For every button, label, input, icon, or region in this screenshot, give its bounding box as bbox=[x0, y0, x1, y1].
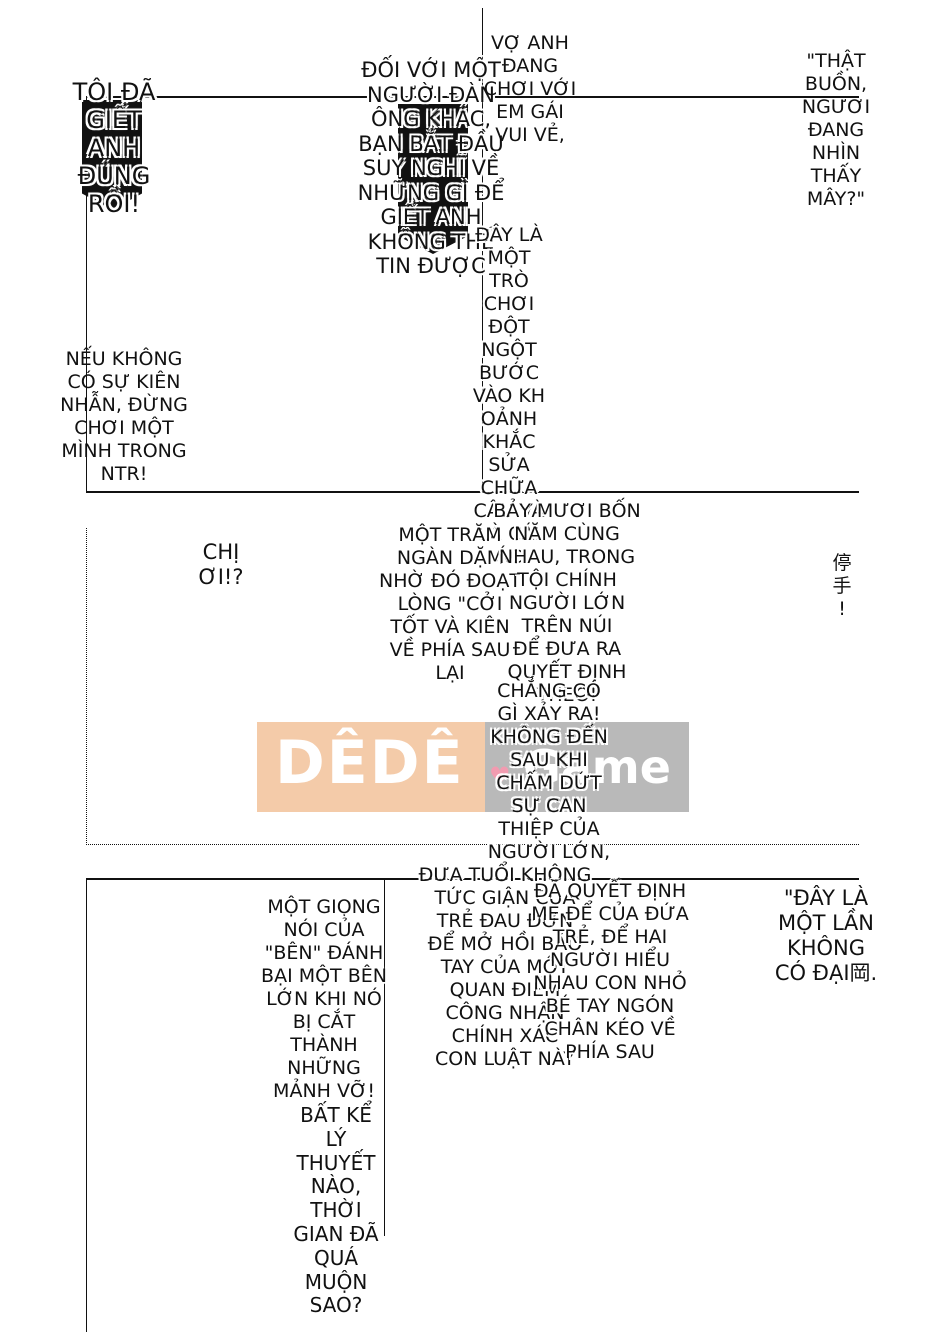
watermark-left-block bbox=[257, 722, 487, 812]
watermark-logo: DÊDÊ ♥ Game bbox=[257, 722, 689, 812]
speech-p2-mid-b: BẢY MƯƠI BỐN NĂM CÙNG NHAU, TRONG TỘI CH… bbox=[493, 500, 641, 706]
panel-divider-top bbox=[482, 8, 483, 492]
panel-frame-bottom bbox=[86, 878, 859, 1332]
black-tag-left bbox=[82, 100, 142, 210]
panel-divider-bottom bbox=[384, 880, 385, 1236]
heart-icon: ♥ bbox=[489, 762, 511, 790]
watermark-right-block bbox=[485, 722, 689, 812]
speech-p3-left-b: BẤT KỂ LÝ THUYẾT NÀO, THỜI GIAN ĐÃ QUÁ M… bbox=[293, 1103, 379, 1318]
speech-p1-right: "THẬT BUỒN, NGƯƠI ĐANG NHÌN THẤY MÂY?" bbox=[801, 50, 871, 210]
speech-p1-mid: ĐỐI VỚI MỘT NGƯỜI ĐÀN ÔNG KHÁC, BẠN BẮT … bbox=[357, 58, 505, 278]
black-tag-mid bbox=[398, 104, 468, 254]
speech-p1-bottom-left: NẾU KHÔNG CÓ SỰ KIÊN NHẪN, ĐỪNG CHƠI MỘT… bbox=[60, 348, 188, 485]
speech-p1-top: VỢ ANH ĐANG CHƠI VỚI EM GÁI VUI VẺ, bbox=[483, 32, 577, 146]
watermark-right-text: Game bbox=[523, 740, 671, 794]
panel-frame-top bbox=[86, 96, 859, 493]
speech-p2-left: CHỊ ƠI!? bbox=[198, 540, 244, 589]
speech-p1-left: TÔI ĐÃ GIẾT ANH ĐÚNG RỒI! bbox=[72, 78, 156, 218]
panel-frame-middle bbox=[86, 528, 859, 845]
speech-p3-mid-b: ĐÃ QUYẾT ĐỊNH MẸ ĐỂ CỦA ĐỨA TRẺ, ĐỂ HAI … bbox=[531, 880, 689, 1063]
watermark-left-text: DÊDÊ bbox=[275, 728, 465, 798]
speech-p3-right: "ĐÂY LÀ MỘT LẦN KHÔNG CÓ ĐẠI岡. bbox=[774, 886, 878, 985]
speech-p2-right: 停 手 ! bbox=[832, 552, 852, 620]
speech-p3-left-a: MỘT GIỌNG NÓI CỦA "BÊN" ĐÁNH BẠI MỘT BÊN… bbox=[261, 896, 387, 1102]
speech-p1-vertical: ĐÂY LÀ MỘT TRÒ CHƠI ĐỘT NGỘT BƯỚC VÀO KH… bbox=[472, 224, 546, 568]
speech-p2-mid-c: CHẲNG CÓ GÌ XẢY RA! KHÔNG ĐẾN SAU KHI CH… bbox=[487, 680, 611, 863]
speech-p3-mid-a: ĐƯA TUỔI KHÔNG TỨC GIẬN CỦA TRẺ ĐAU ĐỚN … bbox=[418, 864, 592, 1070]
speech-p2-mid-a: MỘT TRĂM NGÀN DẶM NHỜ ĐÓ ĐOẠT LÒNG "CỞI … bbox=[379, 524, 521, 684]
